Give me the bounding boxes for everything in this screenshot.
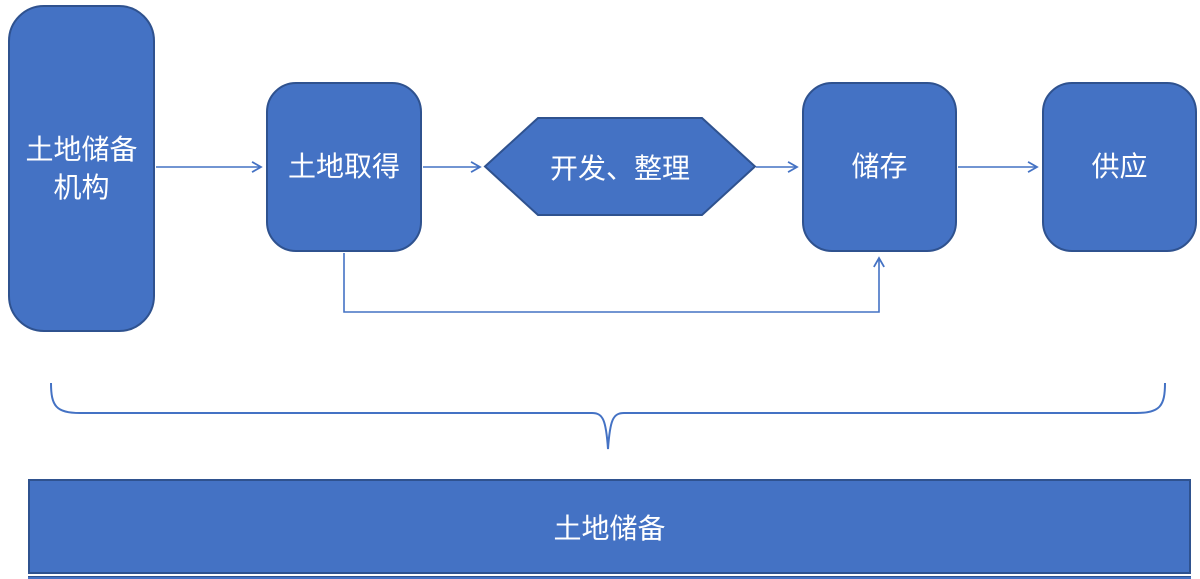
node-development-consolidation: 开发、整理 bbox=[485, 118, 755, 215]
node-label: 土地储备 机构 bbox=[25, 133, 138, 203]
node-storage: 储存 bbox=[802, 82, 957, 252]
land-reserve-banner: 土地储备 bbox=[28, 479, 1191, 574]
banner-label: 土地储备 bbox=[553, 512, 666, 544]
cutoff-shape-edge bbox=[28, 576, 1191, 579]
node-land-acquisition: 土地取得 bbox=[266, 82, 422, 252]
node-supply: 供应 bbox=[1042, 82, 1197, 252]
node-label: 土地取得 bbox=[287, 151, 400, 183]
node-label: 开发、整理 bbox=[549, 152, 690, 184]
node-label: 供应 bbox=[1091, 151, 1148, 183]
curly-brace bbox=[50, 382, 1166, 450]
hexagon-shape bbox=[483, 117, 757, 216]
arrow-acquisition-feedback-to-storage bbox=[343, 253, 885, 313]
node-label: 储存 bbox=[851, 151, 908, 183]
node-land-reserve-agency: 土地储备 机构 bbox=[8, 5, 155, 332]
